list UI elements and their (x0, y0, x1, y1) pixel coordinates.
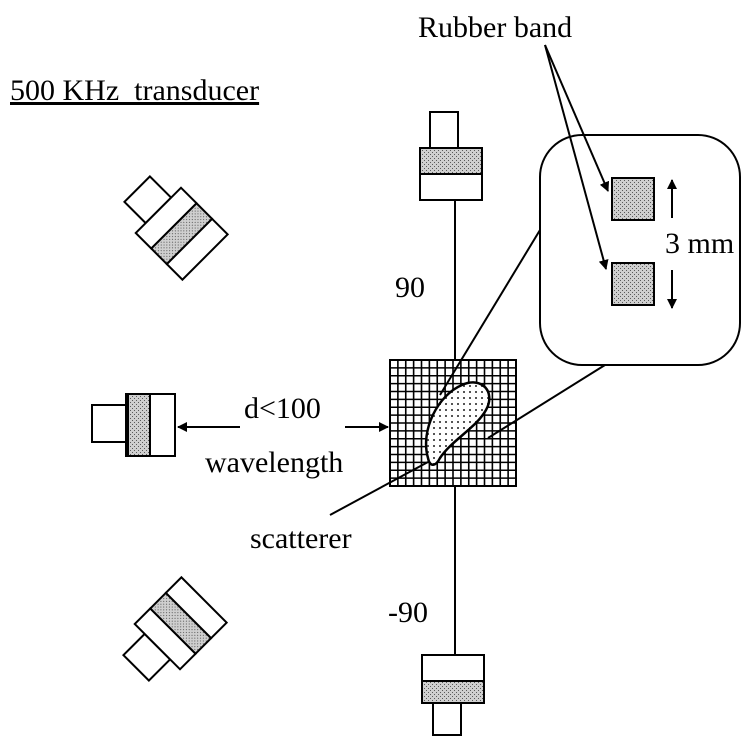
transducer-left (91, 393, 176, 457)
transducer-upper-left (123, 175, 230, 282)
spacing-label: 3 mm (665, 227, 734, 260)
title-label: 500 KHz transducer (10, 74, 259, 107)
inset-connector-lower (487, 364, 606, 439)
rubber-band-arrow-bottom (544, 44, 609, 270)
transducer-top (419, 111, 483, 201)
rubber-band-arrow-top (544, 44, 610, 192)
angle-bottom-label: -90 (388, 596, 428, 629)
distance-unit-label: wavelength (205, 446, 343, 479)
inset-box (539, 134, 741, 366)
angle-top-label: 90 (395, 271, 425, 304)
transducer-lower-left (122, 575, 229, 682)
scatterer-label: scatterer (250, 522, 352, 555)
inset-connector-upper (439, 229, 541, 396)
scatterer-shape (424, 381, 491, 466)
distance-label: d<100 (244, 392, 321, 425)
transducer-bottom (421, 654, 485, 736)
rubber-band-square-bottom (611, 262, 655, 306)
rubber-band-square-top (611, 177, 655, 221)
rubber-band-label: Rubber band (418, 11, 572, 44)
scatterer-pointer-line (329, 461, 429, 516)
